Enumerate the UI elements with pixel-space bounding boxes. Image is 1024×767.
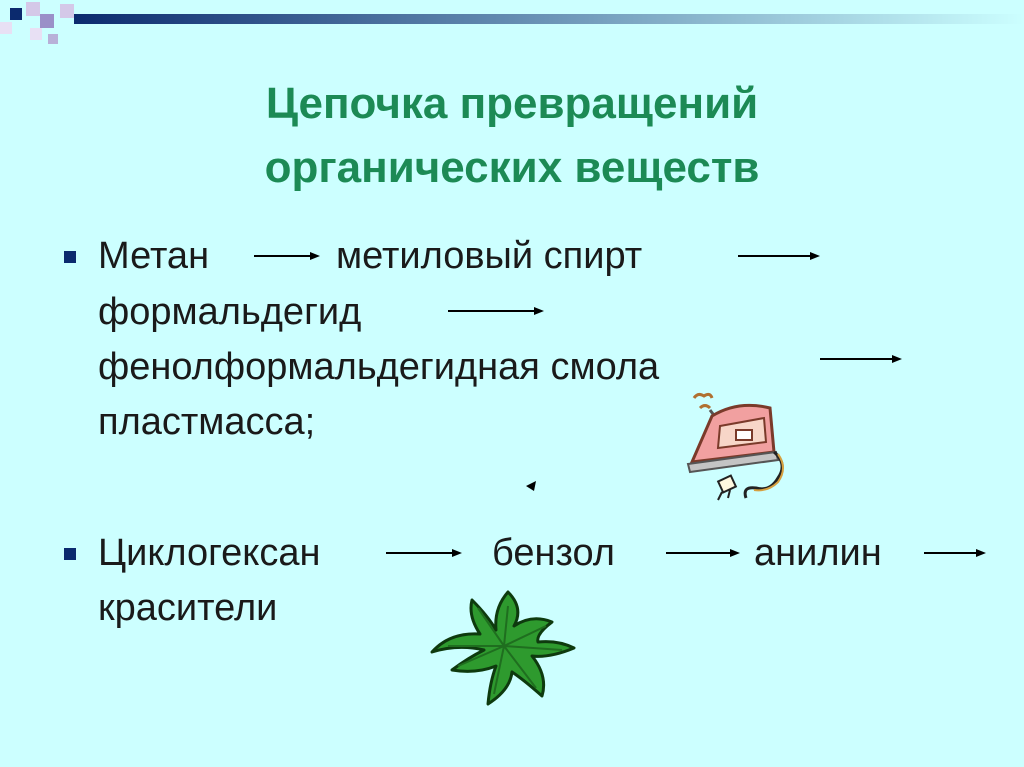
title-line-2: органических веществ (264, 143, 760, 192)
chain1-formaldehyde: формальдегид (98, 291, 362, 333)
arrow-icon (386, 547, 462, 559)
chain2-dyes: красители (98, 587, 278, 629)
chain2-cyclohexane: Циклогексан (98, 532, 321, 574)
chain2-aniline: анилин (754, 532, 882, 574)
title-line-1: Цепочка превращений (265, 79, 759, 128)
bullet-marker-2 (64, 548, 76, 560)
arrow-icon (666, 547, 740, 559)
chain1-methanol: метиловый спирт (336, 235, 643, 277)
chain2-benzene: бензол (492, 532, 615, 574)
leaf-icon (430, 590, 576, 706)
slide-title: Цепочка превращений органических веществ (0, 72, 1024, 200)
chain1-plastic: пластмасса; (98, 401, 316, 443)
arrow-icon (820, 353, 902, 365)
header-decoration (0, 2, 1024, 44)
arrow-icon (924, 547, 986, 559)
small-arrowhead-icon (526, 481, 536, 491)
chain1-resin: фенолформальдегидная смола (98, 346, 660, 388)
bullet-marker-1 (64, 251, 76, 263)
arrow-icon (254, 250, 320, 262)
arrow-icon (448, 305, 544, 317)
chain1-methane: Метан (98, 235, 210, 277)
iron-icon (686, 392, 784, 501)
arrow-icon (738, 250, 820, 262)
